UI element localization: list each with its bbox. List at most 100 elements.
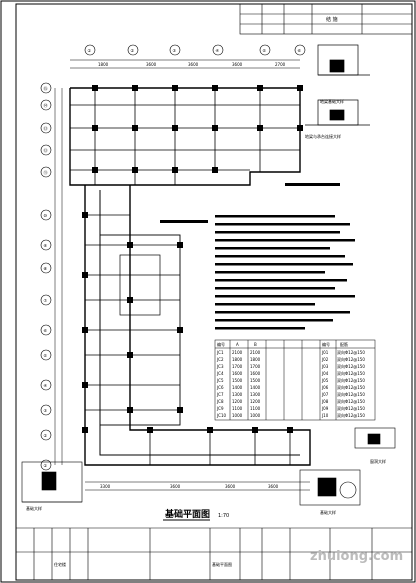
bottom-dim-2: 3600: [170, 484, 181, 489]
schedule-cell: 1200: [232, 399, 243, 404]
left-axis-bubbles: [40, 82, 52, 471]
left-axis-label: ③: [44, 408, 48, 413]
top-axis-label-5: ⑤: [263, 48, 267, 53]
schedule-cell: 1700: [232, 364, 243, 369]
schedule-header-cell: 编号: [217, 341, 225, 347]
schedule-cell: 双向Φ12@150: [337, 405, 365, 411]
schedule-cell: 双向Φ12@150: [337, 412, 365, 418]
left-axis-label: ④: [44, 383, 48, 388]
schedule-cell: 1500: [232, 378, 243, 383]
top-axis-label-1: ①: [88, 48, 92, 53]
top-table-value: 结 施: [326, 16, 338, 23]
detail-top-right-label-1: 地梁基础大样: [320, 98, 344, 104]
left-axis-label: ⑪: [44, 169, 48, 175]
schedule-cell: 1700: [250, 364, 261, 369]
schedule-cell: JC9: [216, 406, 224, 411]
column-pads: [82, 85, 303, 433]
schedule-rows: JC1 2100 2100 J01 双向Φ12@150 JC2 1800 180…: [216, 349, 365, 418]
schedule-cell: 双向Φ12@150: [337, 384, 365, 390]
schedule-cell: JC3: [216, 364, 224, 369]
left-axis-label: ⑫: [44, 147, 48, 153]
schedule-cell: 2100: [232, 350, 243, 355]
left-axis-labels: ⑮ ⑭ ⑬ ⑫ ⑪ ⑩ ⑨ ⑧ ⑦ ⑥ ⑤ ④ ③ ② ①: [44, 85, 48, 468]
top-dim-5: 2700: [275, 62, 286, 67]
foundation-schedule: [214, 339, 376, 421]
top-axis-label-6: ⑥: [298, 48, 302, 53]
left-axis-label: ⑦: [44, 298, 48, 303]
schedule-cell: JC6: [216, 385, 224, 390]
top-dim-1: 1800: [98, 62, 109, 67]
schedule-cell: J09: [321, 406, 329, 411]
left-axis-label: ①: [44, 463, 48, 468]
schedule-cell: 双向Φ12@150: [337, 370, 365, 376]
title-block-project: 住宅楼: [54, 561, 66, 567]
schedule-cell: 双向Φ12@150: [337, 363, 365, 369]
schedule-cell: 1500: [250, 378, 261, 383]
schedule-header-cell: B: [254, 342, 257, 347]
schedule-cell: J01: [321, 350, 329, 355]
schedule-cell: 1100: [232, 406, 243, 411]
schedule-cell: 1600: [232, 371, 243, 376]
general-notes: [160, 183, 355, 330]
schedule-cell: 1000: [232, 413, 243, 418]
top-dim-4: 3600: [232, 62, 243, 67]
left-axis-label: ⑮: [44, 85, 48, 91]
schedule-header-cell: 配筋: [340, 341, 348, 347]
top-dim-2: 3600: [146, 62, 157, 67]
schedule-header: 编号 A B 编号 配筋: [217, 341, 348, 347]
title-block-drawing-name: 基础平面图: [212, 561, 232, 567]
schedule-cell: 1200: [250, 399, 261, 404]
schedule-cell: J08: [321, 399, 329, 404]
schedule-cell: 1300: [250, 392, 261, 397]
schedule-cell: 1300: [232, 392, 243, 397]
schedule-cell: JC1: [216, 350, 224, 355]
schedule-cell: J02: [321, 357, 329, 362]
schedule-cell: 1400: [232, 385, 243, 390]
bottom-dim-1: 3300: [100, 484, 111, 489]
left-axis-label: ⑭: [44, 102, 48, 108]
schedule-cell: JC8: [216, 399, 224, 404]
foundation-plan: [54, 59, 311, 491]
top-axis-label-2: ②: [131, 48, 135, 53]
schedule-cell: J10: [321, 413, 329, 418]
schedule-cell: 双向Φ12@150: [337, 391, 365, 397]
drawing-scale: 1:70: [218, 513, 229, 519]
left-axis-label: ⑨: [44, 243, 48, 248]
left-axis-label: ②: [44, 433, 48, 438]
top-axis-label-3: ③: [173, 48, 177, 53]
left-axis-label: ⑧: [44, 266, 48, 271]
detail-bottom-left: [21, 461, 83, 503]
schedule-cell: J04: [321, 371, 329, 376]
schedule-cell: JC2: [216, 357, 224, 362]
schedule-cell: 1600: [250, 371, 261, 376]
schedule-cell: JC4: [216, 371, 224, 376]
schedule-cell: J05: [321, 378, 329, 383]
schedule-header-cell: A: [236, 342, 239, 347]
watermark: zhulong.com: [310, 549, 403, 564]
title-block: [16, 527, 412, 580]
schedule-cell: J03: [321, 364, 329, 369]
schedule-cell: 双向Φ12@150: [337, 349, 365, 355]
detail-bottom-right-label: 窗洞大样: [370, 458, 386, 464]
schedule-cell: J06: [321, 385, 329, 390]
schedule-cell: 1100: [250, 406, 261, 411]
detail-top-right: [305, 44, 370, 126]
detail-top-right-label-2: 地梁与承台连接大样: [305, 133, 341, 139]
schedule-cell: J07: [321, 392, 329, 397]
frame-border: [15, 3, 413, 581]
detail-bottom-right: [299, 427, 396, 506]
top-axis-label-4: ④: [216, 48, 220, 53]
left-axis-label: ⑥: [44, 328, 48, 333]
detail-bottom-mid-label: 基础大样: [320, 509, 336, 515]
schedule-cell: 双向Φ12@150: [337, 398, 365, 404]
schedule-cell: JC7: [216, 392, 224, 397]
drawing-title: 基础平面图: [164, 508, 210, 520]
left-axis-label: ⑤: [44, 353, 48, 358]
bottom-dim-4: 3600: [268, 484, 279, 489]
schedule-cell: 双向Φ12@150: [337, 377, 365, 383]
schedule-cell: JC10: [216, 413, 227, 418]
left-axis-label: ⑬: [44, 125, 48, 131]
top-axis-bubbles: [84, 44, 306, 56]
schedule-cell: 1400: [250, 385, 261, 390]
